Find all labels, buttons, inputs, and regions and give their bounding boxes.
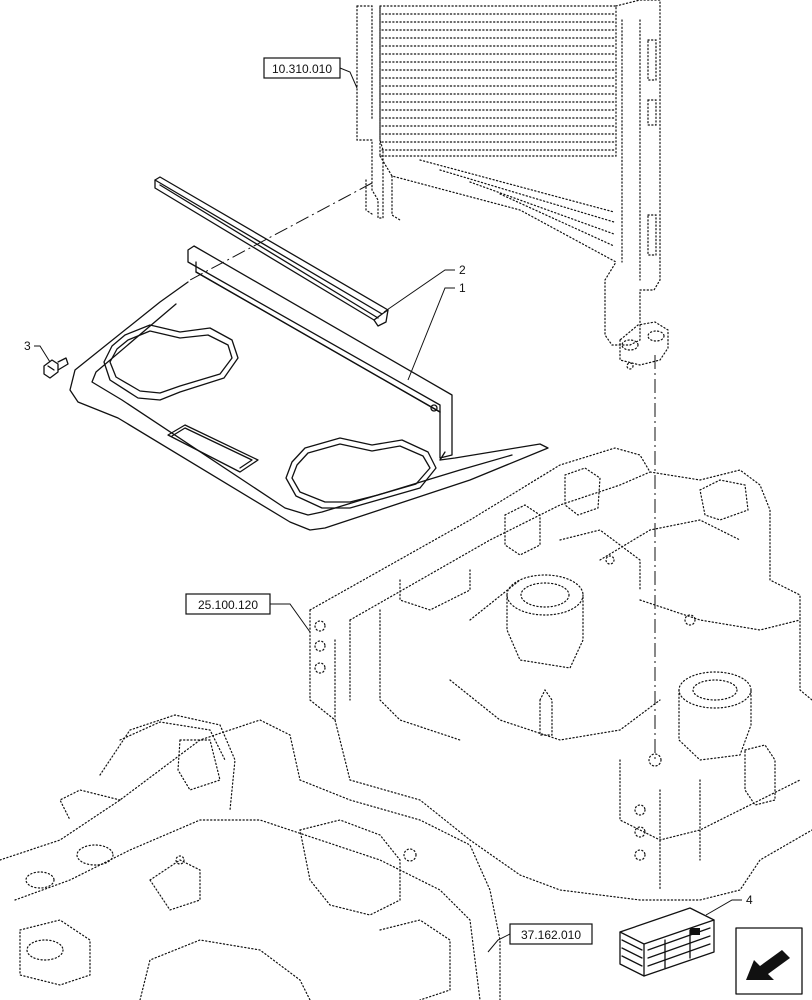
bolt-part-3 <box>43 357 69 379</box>
ref-box-front-support: 25.100.120 <box>185 593 271 615</box>
callout-2: 2 <box>459 263 466 277</box>
front-direction-arrow-icon <box>735 927 803 995</box>
radiator-core-fins <box>381 13 615 247</box>
radiator-assembly <box>356 0 669 370</box>
leader-ref-front-support <box>270 603 311 633</box>
leader-ref-radiator <box>339 67 358 89</box>
seal-strip-part-2 <box>154 176 389 327</box>
ref-box-radiator: 10.310.010 <box>263 57 341 79</box>
callout-3: 3 <box>24 339 31 353</box>
ref-label-front-support: 25.100.120 <box>198 598 258 612</box>
leader-ref-front-axle <box>487 933 511 953</box>
wooden-crate-kit-icon <box>619 907 715 977</box>
leader-item-1 <box>407 287 455 381</box>
ref-box-front-axle: 37.162.010 <box>509 923 593 945</box>
front-axle-housing <box>0 714 501 1000</box>
alignment-line-radiator-to-baffle <box>189 182 373 281</box>
air-baffle-plate-part-1 <box>69 245 549 531</box>
callout-4: 4 <box>746 893 753 907</box>
ref-label-front-axle: 37.162.010 <box>521 928 581 942</box>
leader-item-3 <box>34 345 51 363</box>
front-support-casting <box>309 447 812 901</box>
leader-item-4 <box>705 899 742 916</box>
leader-item-2 <box>383 269 455 313</box>
ref-label-radiator: 10.310.010 <box>272 62 332 76</box>
callout-1: 1 <box>459 281 466 295</box>
